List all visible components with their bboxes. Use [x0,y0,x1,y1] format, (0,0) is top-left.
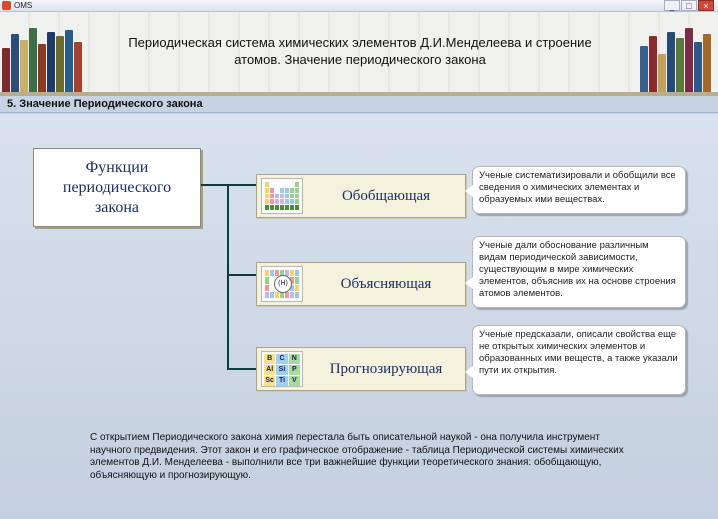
element-cell-sc: Sc [264,376,276,386]
element-cell-n: N [288,354,300,364]
element-cell-p: P [288,365,300,375]
close-button[interactable]: × [698,0,714,11]
connector-trunk [227,184,229,370]
callout-text-explaining: Ученые дали обоснование различным видам … [479,240,676,299]
callout-predicting: Ученые предсказали, описали свойства еще… [465,325,686,395]
callout-tail [465,366,473,378]
root-concept-line-3: закона [94,199,140,216]
section-bar: 5. Значение Периодического закона [0,96,718,113]
content-area: Функции периодического закона Обобщающая… [0,114,718,519]
books-right-decoration [640,14,712,94]
function-node-generalizing[interactable]: Обобщающая [256,174,466,218]
function-node-explaining[interactable]: (H) Объясняющая [256,262,466,306]
books-left-decoration [2,14,83,94]
node-label-predicting: Прогнозирующая [329,361,443,377]
element-cell-v: V [288,376,300,386]
node-label-explaining: Объясняющая [340,276,432,292]
callout-tail [465,277,473,289]
connector-branch-3 [227,368,256,370]
header-banner: Периодическая система химических элемент… [0,12,718,96]
node-label-generalizing: Обобщающая [341,188,431,204]
root-concept-line-1: Функции [85,159,149,176]
connector-branch-1 [227,184,256,186]
element-cell-b: B [264,354,276,364]
atom-structure-thumbnail-icon: (H) [261,266,303,302]
callout-tail [465,185,473,197]
element-cell-ti: Ti [276,376,288,386]
callout-text-generalizing: Ученые систематизировали и обобщили все … [479,170,676,205]
header-title: Периодическая система химических элемент… [100,34,620,68]
maximize-button[interactable]: □ [681,0,697,11]
atom-icon: (H) [274,275,292,293]
connector-branch-2 [227,274,256,276]
summary-paragraph: С открытием Периодического закона химия … [90,432,624,481]
header-title-line-1: Периодическая система химических элемент… [128,35,592,50]
element-cell-c: C [276,354,288,364]
connector-root [201,184,229,186]
element-cell-si: Si [276,365,288,375]
callout-explaining: Ученые дали обоснование различным видам … [465,236,686,308]
root-concept-line-2: периодического [62,179,172,196]
minimize-button[interactable]: _ [664,0,680,11]
section-title: 5. Значение Периодического закона [7,98,203,110]
callout-text-predicting: Ученые предсказали, описали свойства еще… [479,329,678,376]
app-icon [2,1,11,10]
periodic-table-thumbnail-icon [261,178,303,214]
bookshelf-background [0,12,718,96]
root-concept-box: Функции периодического закона [33,148,201,227]
header-divider [0,92,718,96]
header-title-line-2: атомов. Значение периодического закона [234,52,486,67]
window-title: OMS [14,1,33,10]
element-cell-al: Al [264,365,276,375]
window-titlebar: OMS _ □ × [0,0,718,12]
callout-generalizing: Ученые систематизировали и обобщили все … [465,166,686,214]
